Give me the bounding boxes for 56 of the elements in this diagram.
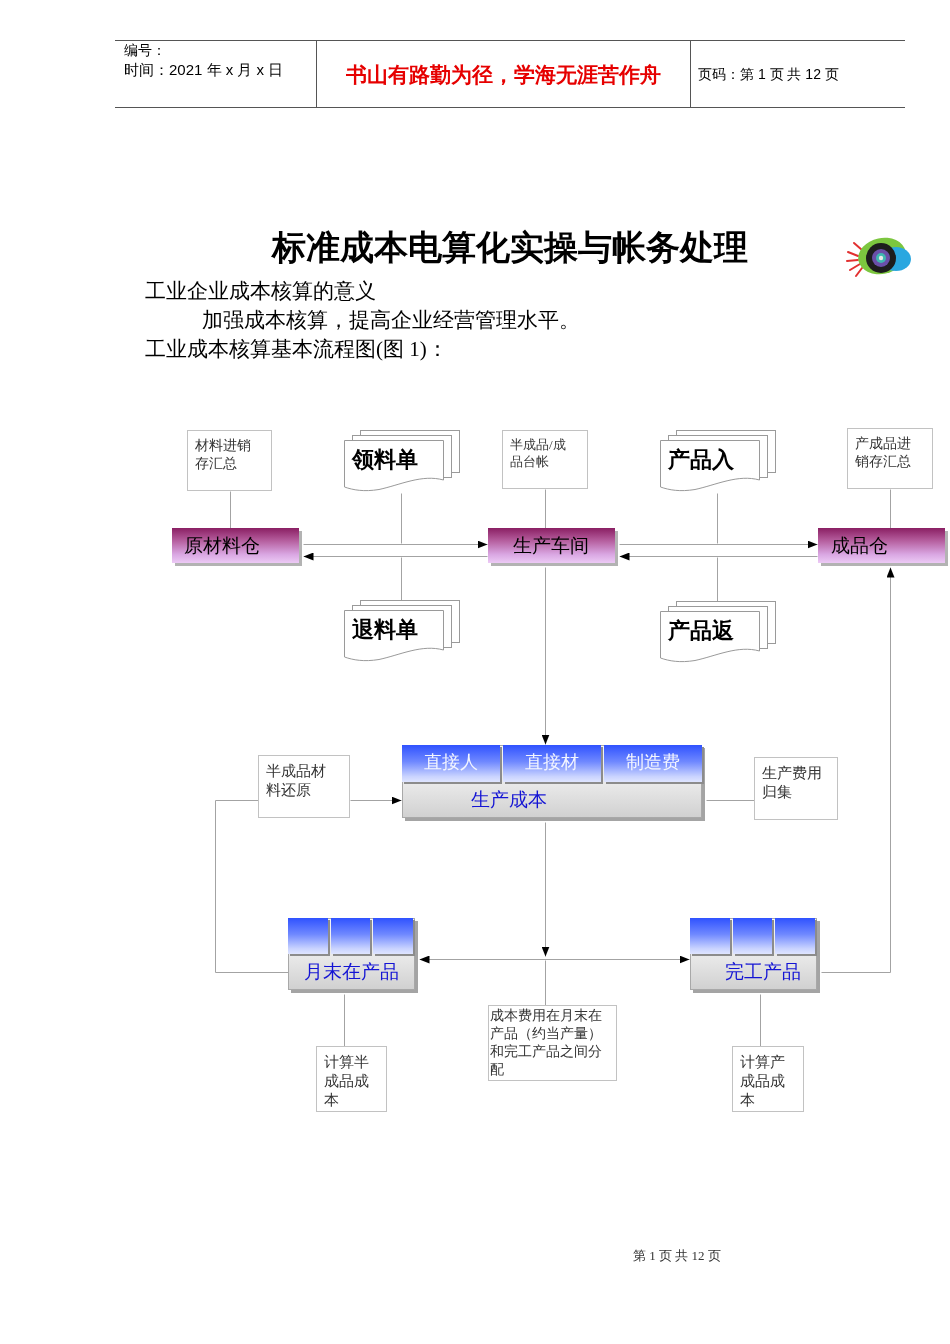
column-tab: 直接人 — [402, 745, 500, 782]
process-bar: 成品仓 — [818, 528, 945, 563]
figure-caption: 工业成本核算基本流程图(图 1)： — [145, 337, 448, 363]
block-label: 完工产品 — [725, 960, 801, 984]
note-box: 计算产成品成本 — [732, 1046, 804, 1112]
note-box: 材料进销存汇总 — [187, 430, 272, 491]
date-label: 时间：2021 年 x 月 x 日 — [124, 61, 284, 79]
leader-line — [545, 960, 546, 1006]
arrow — [541, 822, 550, 957]
cost-block — [690, 918, 817, 990]
block-label: 月末在产品 — [304, 960, 399, 984]
arrow — [619, 552, 818, 561]
leader-line — [717, 557, 718, 602]
arrow — [541, 567, 550, 745]
connector-line — [230, 491, 231, 529]
leader-line — [717, 493, 718, 544]
connector-line — [706, 800, 755, 801]
connector-line — [760, 994, 761, 1047]
arrow — [419, 955, 690, 964]
connector-line — [215, 800, 289, 973]
motto-text: 书山有路勤为径，学海无涯苦作舟 — [345, 62, 661, 88]
connector-line — [890, 489, 891, 529]
connector-line — [344, 994, 345, 1047]
column-tab: 直接材 — [503, 745, 601, 782]
column-tab — [733, 918, 772, 954]
note-box: 计算半成品成本 — [316, 1046, 387, 1112]
page-footer: 第 1 页 共 12 页 — [633, 1248, 721, 1264]
column-tab — [690, 918, 730, 954]
cost-block — [402, 745, 702, 818]
process-bar: 生产车间 — [488, 528, 615, 563]
column-tab — [373, 918, 413, 954]
section-heading: 工业企业成本核算的意义 — [145, 279, 376, 305]
note-box: 半成品材料还原 — [258, 755, 350, 818]
leader-line — [401, 493, 402, 544]
note-box: 成本费用在月末在产品（约当产量）和完工产品之间分配 — [488, 1005, 617, 1081]
page-number: 页码：第 1 页 共 12 页 — [698, 66, 839, 83]
arrow — [303, 552, 488, 561]
arrow — [821, 567, 895, 973]
body-text: 加强成本核算，提高企业经营管理水平。 — [202, 308, 580, 334]
note-box: 半成品/成品台帐 — [502, 430, 588, 489]
column-tab: 制造费 — [604, 745, 702, 782]
note-box: 生产费用归集 — [754, 757, 838, 820]
column-tab — [775, 918, 815, 954]
cost-block — [288, 918, 415, 990]
column-tab — [331, 918, 370, 954]
arrow — [619, 540, 818, 549]
field-label: 编号： — [124, 42, 166, 59]
process-bar: 原材料仓 — [172, 528, 299, 563]
leader-line — [401, 557, 402, 601]
connector-line — [545, 489, 546, 529]
column-tab — [288, 918, 328, 954]
title: 标准成本电算化实操与帐务处理 — [272, 228, 748, 268]
note-box: 产成品进销存汇总 — [847, 428, 933, 489]
arrow — [350, 796, 402, 805]
block-label: 生产成本 — [471, 788, 547, 812]
arrow — [303, 540, 488, 549]
